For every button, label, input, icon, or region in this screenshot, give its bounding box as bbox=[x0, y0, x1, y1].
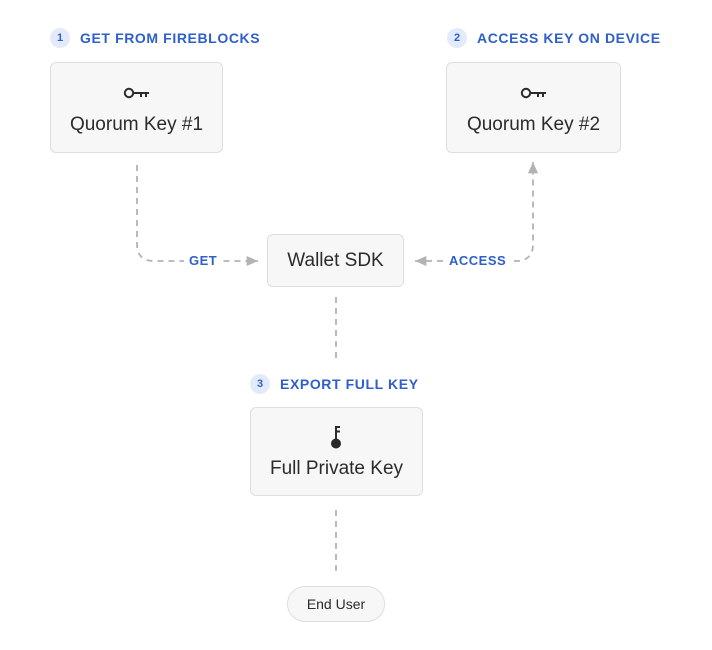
step-number-badge: 1 bbox=[50, 28, 70, 48]
node-label: End User bbox=[306, 596, 366, 612]
wallet-sdk-node: Wallet SDK bbox=[267, 234, 404, 287]
key-vertical-icon bbox=[330, 424, 344, 450]
step-title: EXPORT FULL KEY bbox=[280, 376, 419, 392]
step-3-header: 3 EXPORT FULL KEY bbox=[250, 374, 419, 394]
step-number-badge: 2 bbox=[447, 28, 467, 48]
node-label: Full Private Key bbox=[269, 457, 404, 479]
connector-access bbox=[415, 162, 539, 267]
step-number-badge: 3 bbox=[250, 374, 270, 394]
step-1-header: 1 GET FROM FIREBLOCKS bbox=[50, 28, 260, 48]
end-user-node: End User bbox=[287, 586, 385, 622]
connector-get bbox=[136, 165, 258, 267]
step-title: GET FROM FIREBLOCKS bbox=[80, 30, 261, 46]
edge-label-get: GET bbox=[184, 253, 223, 269]
quorum-key-2-node: Quorum Key #2 bbox=[446, 62, 621, 153]
quorum-key-1-node: Quorum Key #1 bbox=[50, 62, 223, 153]
node-label: Quorum Key #2 bbox=[466, 113, 601, 135]
full-private-key-node: Full Private Key bbox=[250, 407, 423, 496]
key-icon bbox=[520, 80, 548, 106]
node-label: Quorum Key #1 bbox=[69, 113, 204, 135]
step-2-header: 2 ACCESS KEY ON DEVICE bbox=[447, 28, 661, 48]
edge-label-access: ACCESS bbox=[444, 253, 512, 269]
node-label: Wallet SDK bbox=[287, 249, 384, 271]
key-icon bbox=[123, 80, 151, 106]
step-title: ACCESS KEY ON DEVICE bbox=[477, 30, 661, 46]
